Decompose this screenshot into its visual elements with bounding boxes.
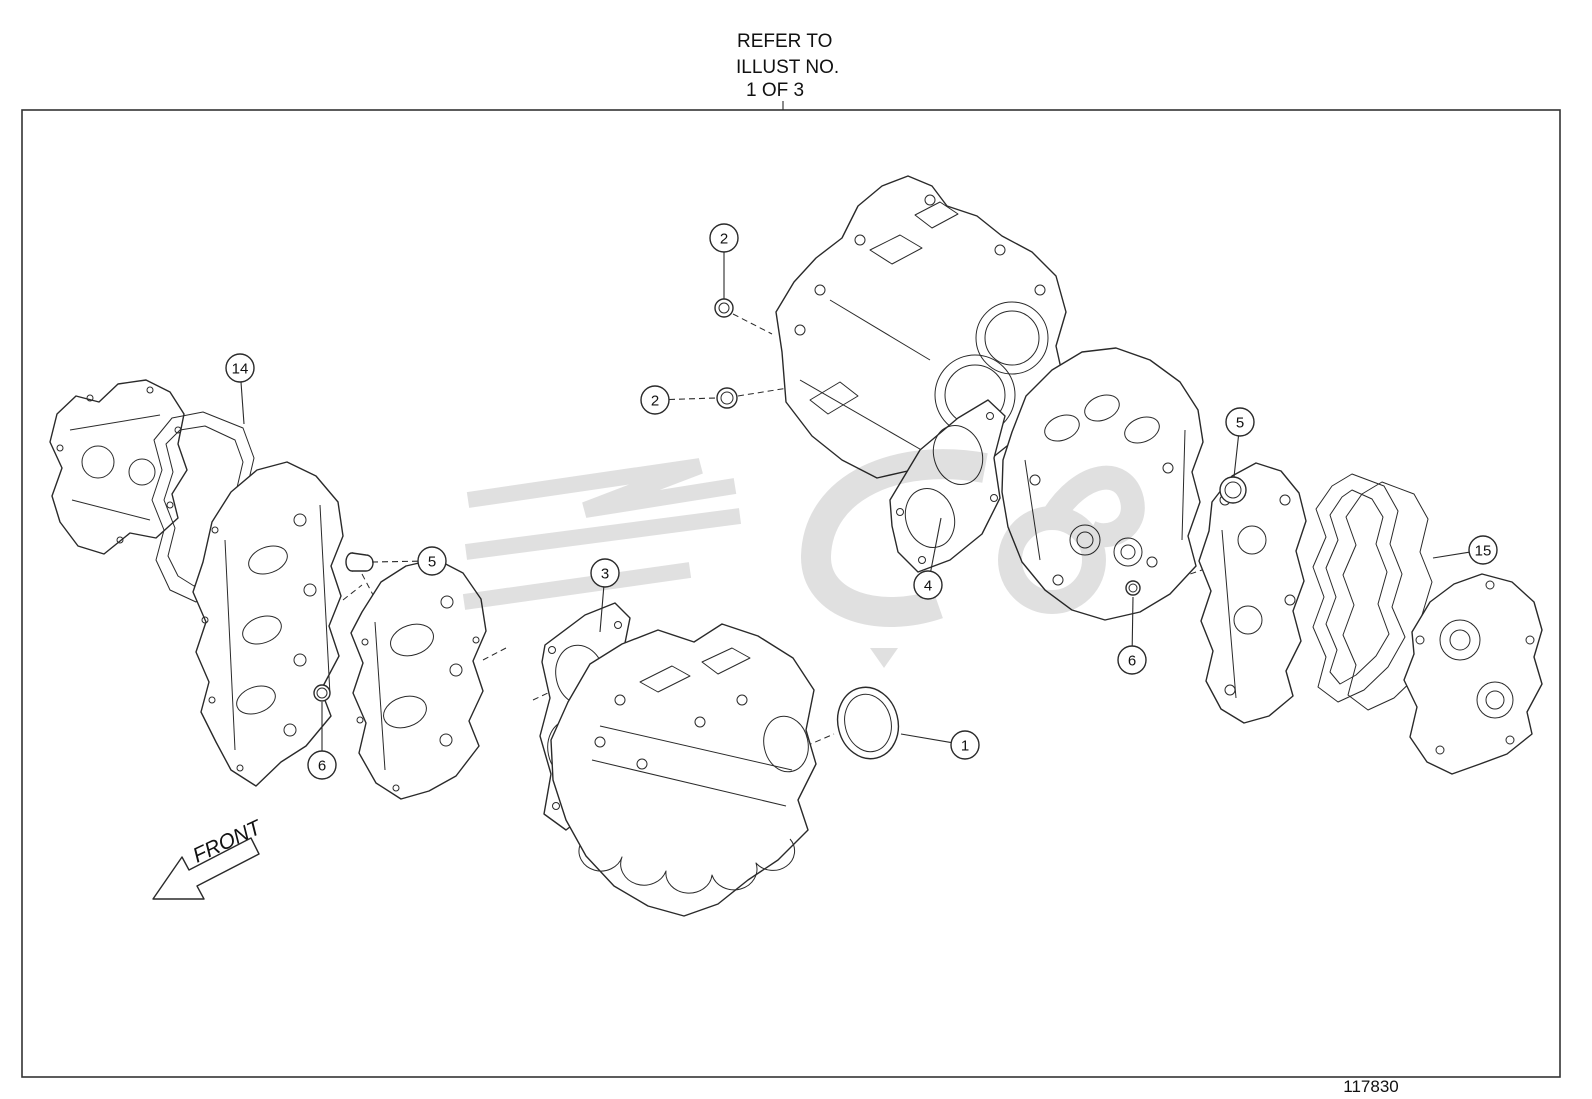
callout-4: 4: [913, 517, 943, 600]
callout-number: 14: [232, 360, 249, 377]
lh-cylinder-head-drawing: [192, 461, 344, 787]
callout-circle: [950, 730, 980, 760]
callout-circle: [1117, 645, 1147, 675]
callout-leader-line: [668, 397, 717, 401]
callout-number: 3: [601, 565, 609, 582]
camshaft-seal: [1219, 476, 1247, 504]
callout-14: 14: [225, 353, 255, 425]
watermark: [462, 449, 1145, 668]
callout-circle: [1225, 407, 1255, 437]
callout-leader-line: [930, 517, 942, 572]
callout-1: 1: [900, 730, 980, 760]
chain-cover-inner-drawing: [1198, 462, 1307, 724]
drawing-number: 117830: [1343, 1077, 1398, 1096]
chain-cover-gasket-drawing: [1312, 473, 1406, 703]
lh-valve-cover-drawing: [49, 379, 188, 555]
callout-circle: [225, 353, 255, 383]
callout-number: 6: [318, 757, 326, 774]
chain-cover-gasket-outer-drawing: [1342, 481, 1436, 711]
callout-number: 2: [720, 230, 728, 247]
callout-2: 2: [709, 223, 739, 299]
crankshaft-oil-seal: [836, 686, 900, 760]
callout-leader-line: [240, 381, 245, 425]
callout-circle: [417, 546, 447, 576]
callout-number: 15: [1475, 542, 1492, 559]
refer-note-line1: REFER TO: [737, 31, 832, 52]
callout-layer: 2 2 14 5 3 4 5 6 15 6 1: [225, 223, 1498, 780]
callout-leader-line: [900, 733, 952, 744]
callout-number: 1: [961, 737, 969, 754]
callout-circle: [307, 750, 337, 780]
callout-leader-line: [1131, 596, 1134, 647]
callout-6: 6: [1117, 596, 1147, 675]
callout-circle: [640, 385, 670, 415]
refer-note-line3: 1 OF 3: [746, 80, 804, 101]
refer-note-line2: ILLUST NO.: [736, 57, 839, 78]
front-arrow-icon: [152, 837, 260, 900]
rh-valve-cover-drawing: [1403, 573, 1543, 775]
callout-leader-line: [1432, 551, 1470, 559]
refer-note: REFER TO ILLUST NO. 1 OF 3: [736, 31, 839, 101]
oring-lh: [313, 684, 331, 702]
callout-circle: [709, 223, 739, 253]
callout-number: 5: [1236, 414, 1244, 431]
callout-5: 5: [1225, 407, 1255, 478]
callout-circle: [1468, 535, 1498, 565]
callout-2: 2: [640, 385, 717, 415]
callout-15: 15: [1432, 535, 1498, 565]
crankcase-lower-half-drawing: [550, 623, 817, 917]
oring-rh: [1125, 580, 1141, 596]
callout-leader-line: [599, 586, 605, 633]
callout-5: 5: [371, 546, 447, 576]
callout-number: 5: [428, 553, 436, 570]
oring-small-left: [716, 387, 738, 409]
oring-small-upper: [714, 298, 734, 318]
callout-leader-line: [371, 560, 419, 563]
callout-leader-line: [1233, 435, 1240, 478]
callout-number: 4: [924, 577, 932, 594]
callout-number: 2: [651, 392, 659, 409]
callout-circle: [913, 570, 943, 600]
callout-number: 6: [1128, 652, 1136, 669]
lh-valve-cover-gasket-drawing: [151, 411, 257, 603]
callout-3: 3: [590, 558, 620, 633]
plug-small: [345, 552, 374, 572]
callout-circle: [590, 558, 620, 588]
diagram-frame: [21, 109, 1561, 1078]
callout-6: 6: [307, 702, 337, 780]
front-indicator: FRONT: [152, 815, 267, 900]
